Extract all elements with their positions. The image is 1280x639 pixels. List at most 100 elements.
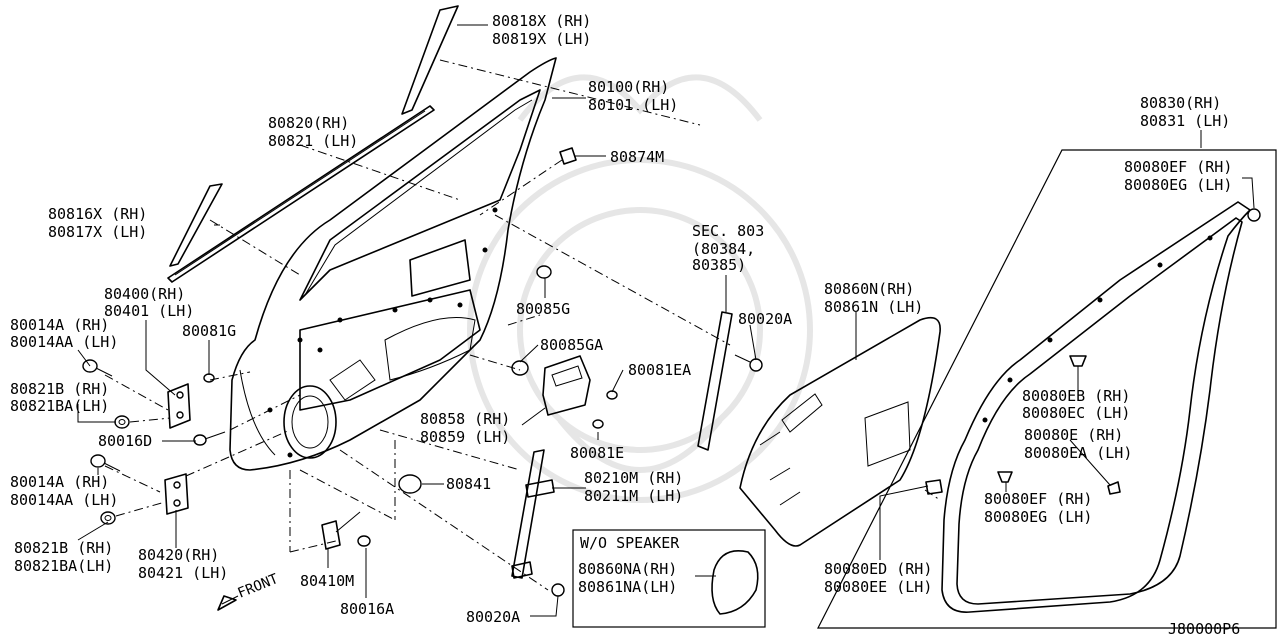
label-80016a: 80016A [340, 600, 394, 618]
svg-text:80821BA(LH): 80821BA(LH) [14, 557, 113, 575]
svg-text:80080EF (RH): 80080EF (RH) [984, 490, 1092, 508]
label-80860n: 80860N(RH) 80861N (LH) [824, 280, 923, 316]
svg-text:80860NA(RH): 80860NA(RH) [578, 560, 677, 578]
leader-lines [77, 24, 1255, 617]
svg-text:80861NA(LH): 80861NA(LH) [578, 578, 677, 596]
label-80821b-top: 80821B (RH) 80821BA(LH) [10, 380, 109, 415]
weatherstrip-box-80830 [817, 149, 1277, 629]
nut-80821b-upper [114, 415, 130, 429]
label-80080e: 80080E (RH) 80080EA (LH) [1024, 426, 1132, 462]
label-80080ed: 80080ED (RH) 80080EE (LH) [824, 560, 932, 596]
svg-text:80819X (LH): 80819X (LH) [492, 30, 591, 48]
weatherstrip-80820 [167, 105, 435, 283]
svg-text:80080EB (RH): 80080EB (RH) [1022, 387, 1130, 405]
sash-molding-80818x [401, 5, 459, 115]
svg-text:80016A: 80016A [340, 600, 394, 618]
svg-text:80385): 80385) [692, 256, 746, 274]
label-80816x: 80816X (RH) 80817X (LH) [48, 205, 147, 241]
bolt-80016d [193, 431, 226, 446]
clip-80080eb [1069, 355, 1087, 367]
svg-text:80101 (LH): 80101 (LH) [588, 96, 678, 114]
svg-text:80081EA: 80081EA [628, 361, 691, 379]
label-diagram-id: J80000P6 [1168, 620, 1240, 638]
door-panel-80100 [229, 57, 557, 471]
sash-channel-sec803 [697, 311, 733, 451]
wo-speaker-box [572, 529, 766, 628]
svg-text:80858 (RH): 80858 (RH) [420, 410, 510, 428]
label-80820: 80820(RH) 80821 (LH) [268, 114, 358, 150]
label-80874m: 80874M [610, 148, 664, 166]
label-80821b-bottom: 80821B (RH) 80821BA(LH) [14, 539, 113, 575]
svg-text:80841: 80841 [446, 475, 491, 493]
plug-80841 [398, 474, 422, 494]
label-80210m: 80210M (RH) 80211M (LH) [584, 469, 683, 505]
svg-text:80874M: 80874M [610, 148, 664, 166]
svg-text:SEC. 803: SEC. 803 [692, 222, 764, 240]
svg-text:80080EG (LH): 80080EG (LH) [984, 508, 1092, 526]
svg-text:80014A (RH): 80014A (RH) [10, 473, 109, 491]
svg-text:80420(RH): 80420(RH) [138, 546, 219, 564]
sash-molding-80816x [169, 183, 223, 267]
svg-text:J80000P6: J80000P6 [1168, 620, 1240, 638]
hinge-upper-80400 [167, 383, 191, 429]
clip-80080ed [925, 479, 943, 495]
svg-text:80080EE (LH): 80080EE (LH) [824, 578, 932, 596]
clip-80080ef-bottom [997, 471, 1013, 483]
label-80085g: 80085G [516, 300, 570, 318]
label-80081e: 80081E [570, 444, 624, 462]
svg-text:80080EC (LH): 80080EC (LH) [1022, 404, 1130, 422]
label-80400: 80400(RH) 80401 (LH) [104, 285, 194, 320]
front-arrow [217, 595, 239, 611]
svg-text:80817X (LH): 80817X (LH) [48, 223, 147, 241]
svg-text:80860N(RH): 80860N(RH) [824, 280, 914, 298]
assembly-lines [104, 59, 941, 591]
svg-text:80080ED (RH): 80080ED (RH) [824, 560, 932, 578]
svg-text:80080EA (LH): 80080EA (LH) [1024, 444, 1132, 462]
svg-text:80821BA(LH): 80821BA(LH) [10, 397, 109, 415]
svg-text:80211M (LH): 80211M (LH) [584, 487, 683, 505]
label-80020a-mid: 80020A [738, 310, 792, 328]
window-regulator-80210m [511, 449, 555, 579]
check-link-80410m [321, 511, 361, 550]
washer-80081g [203, 373, 215, 383]
svg-text:80085G: 80085G [516, 300, 570, 318]
svg-text:80816X (RH): 80816X (RH) [48, 205, 147, 223]
svg-text:80820(RH): 80820(RH) [268, 114, 349, 132]
svg-text:80014A (RH): 80014A (RH) [10, 316, 109, 334]
svg-text:80410M: 80410M [300, 572, 354, 590]
label-sec803: SEC. 803 (80384, 80385) [692, 222, 764, 274]
watermark-logo [467, 74, 813, 503]
label-80016d: 80016D [98, 432, 152, 450]
svg-text:80080E (RH): 80080E (RH) [1024, 426, 1123, 444]
label-80081g: 80081G [182, 322, 236, 340]
svg-text:W/O SPEAKER: W/O SPEAKER [580, 534, 680, 552]
svg-text:80421 (LH): 80421 (LH) [138, 564, 228, 582]
bolt-80020a-bottom [551, 583, 565, 597]
svg-text:80014AA (LH): 80014AA (LH) [10, 491, 118, 509]
svg-text:80818X (RH): 80818X (RH) [492, 12, 591, 30]
svg-text:80830(RH): 80830(RH) [1140, 94, 1221, 112]
bolt-80016a [357, 535, 371, 547]
label-80410m: 80410M [300, 572, 354, 590]
label-80080eb: 80080EB (RH) 80080EC (LH) [1022, 387, 1130, 422]
svg-text:80014AA (LH): 80014AA (LH) [10, 333, 118, 351]
label-80081ea: 80081EA [628, 361, 691, 379]
svg-text:80100(RH): 80100(RH) [588, 78, 669, 96]
svg-text:(80384,: (80384, [692, 240, 755, 258]
svg-text:80020A: 80020A [738, 310, 792, 328]
label-80830: 80830(RH) 80831 (LH) [1140, 94, 1230, 130]
svg-text:80020A: 80020A [466, 608, 520, 626]
bolt-80081e [592, 419, 604, 429]
sealing-screen-80860n [739, 316, 941, 547]
svg-text:80831 (LH): 80831 (LH) [1140, 112, 1230, 130]
label-80100: 80100(RH) 80101 (LH) [588, 78, 678, 114]
plug-80874m [559, 147, 577, 165]
plug-80085g [536, 265, 552, 279]
svg-text:80080EF (RH): 80080EF (RH) [1124, 158, 1232, 176]
svg-text:80821B (RH): 80821B (RH) [10, 380, 109, 398]
label-80080ef-bottom: 80080EF (RH) 80080EG (LH) [984, 490, 1092, 526]
clip-80080e [1107, 481, 1121, 495]
label-80014a-bottom: 80014A (RH) 80014AA (LH) [10, 473, 118, 509]
label-80818x: 80818X (RH) 80819X (LH) [492, 12, 591, 48]
